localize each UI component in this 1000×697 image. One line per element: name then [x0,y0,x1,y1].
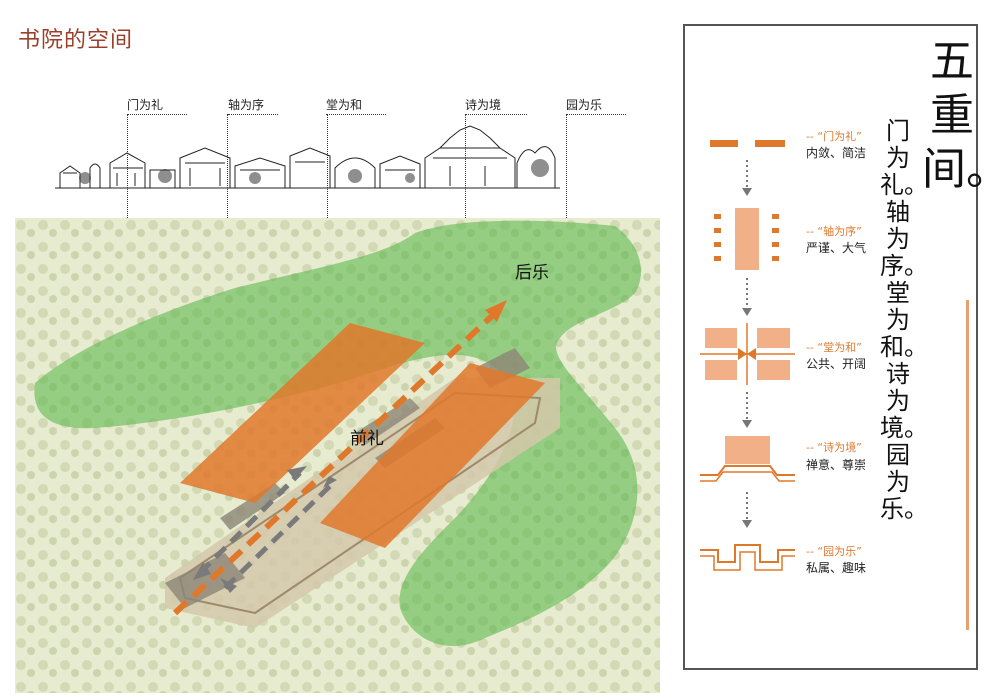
section-label-hall: 堂为和 [326,98,363,112]
leader-cap [465,114,527,115]
map-label-back-garden: 后乐 [515,263,549,283]
legend-name-poetry: -- “诗为境” [806,441,862,454]
hall-block-right [320,363,545,548]
legend-desc-garden: 私属、趣味 [806,561,867,575]
legend-name-hall: -- “堂为和” [806,341,862,354]
legend-desc-poetry: 禅意、尊崇 [806,458,867,472]
central-axis-arrow [172,310,498,616]
page-title: 书院的空间 [18,28,134,53]
map-label-front-rite: 前礼 [350,429,384,449]
garden-green-zone [34,220,641,647]
legend-desc-hall: 公共、开阔 [806,357,867,371]
section-label-poetry: 诗为境 [465,98,502,112]
skyline-elevation-sketch [55,125,560,189]
gate-icon [710,140,738,147]
legend-name-gate: -- “门为礼” [806,130,862,143]
leader-cap [566,114,626,115]
legend-icons [700,140,795,571]
axis-icon [735,208,759,270]
leader-line-garden [566,114,567,274]
section-label-garden: 园为乐 [566,98,603,112]
poetry-icon [700,436,795,482]
leader-cap [228,114,278,115]
legend-desc-gate: 内敛、简洁 [806,146,867,160]
leader-cap [326,114,386,115]
hall-icon [700,323,795,385]
side-text-vertical: 门为礼。轴为序。堂为和。诗为境。园为乐。 [880,117,928,523]
legend-name-garden: -- “园为乐” [806,545,862,558]
hall-block-left [180,323,425,503]
side-title-vertical: 五重间。 [922,36,1000,195]
section-label-axis: 轴为序 [228,98,265,112]
section-label-gate: 门为礼 [127,98,164,112]
decorative-rule [966,300,969,630]
campus-aerial-map: 后乐 前礼 [15,218,660,693]
legend-desc-axis: 严谨、大气 [806,241,867,255]
legend-name-axis: -- “轴为序” [806,225,862,238]
leader-cap [127,114,187,115]
garden-icon [700,544,795,571]
